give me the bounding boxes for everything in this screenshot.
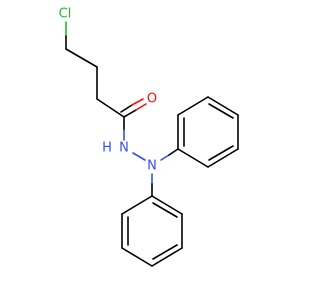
ring-b-bond-4 [151, 247, 183, 267]
atom-amine-nitrogen-label: N [147, 159, 157, 174]
bond-c4-o-outer-c-half [123, 109, 137, 118]
ring-b-bond-1 [121, 195, 153, 215]
bond-c4-o-inner-c-half [120, 104, 133, 113]
background [0, 0, 300, 300]
molecule-structure: Cl O H N N [0, 0, 300, 300]
ring-a-inner-3 [208, 103, 234, 119]
ring-a-bond-2 [207, 148, 239, 168]
bond-n2-phenyl-a-c-half [168, 148, 179, 156]
ring-a-bond-1 [177, 148, 209, 168]
ring-a-inner-2 [208, 145, 234, 161]
phenyl-ring-a [177, 96, 239, 168]
atom-oxygen-label: O [147, 92, 157, 107]
bond-c4-o-inner-o-half [131, 98, 144, 106]
bond-n2-phenyl-a-n-half [160, 154, 170, 161]
chain-bonds [65, 21, 179, 197]
atom-amide-hydrogen-label: H [102, 141, 112, 156]
atom-labels: Cl O H N N [59, 7, 157, 174]
bond-c4-o-outer-o-half [135, 103, 147, 111]
atom-amide-nitrogen-label: N [119, 141, 129, 156]
atom-chlorine-label: Cl [59, 7, 72, 22]
ring-b-inner-3 [152, 202, 178, 218]
ring-b-bond-6 [151, 195, 183, 215]
ring-a-bond-5 [177, 96, 209, 116]
bond-c3-c4 [96, 98, 125, 118]
ring-b-inner-2 [152, 244, 178, 260]
ring-a-bond-4 [207, 96, 239, 116]
phenyl-ring-b [121, 195, 183, 267]
ring-b-bond-3 [121, 247, 153, 267]
bond-n1-n2 [132, 152, 146, 161]
bond-c1-c2 [65, 48, 98, 68]
